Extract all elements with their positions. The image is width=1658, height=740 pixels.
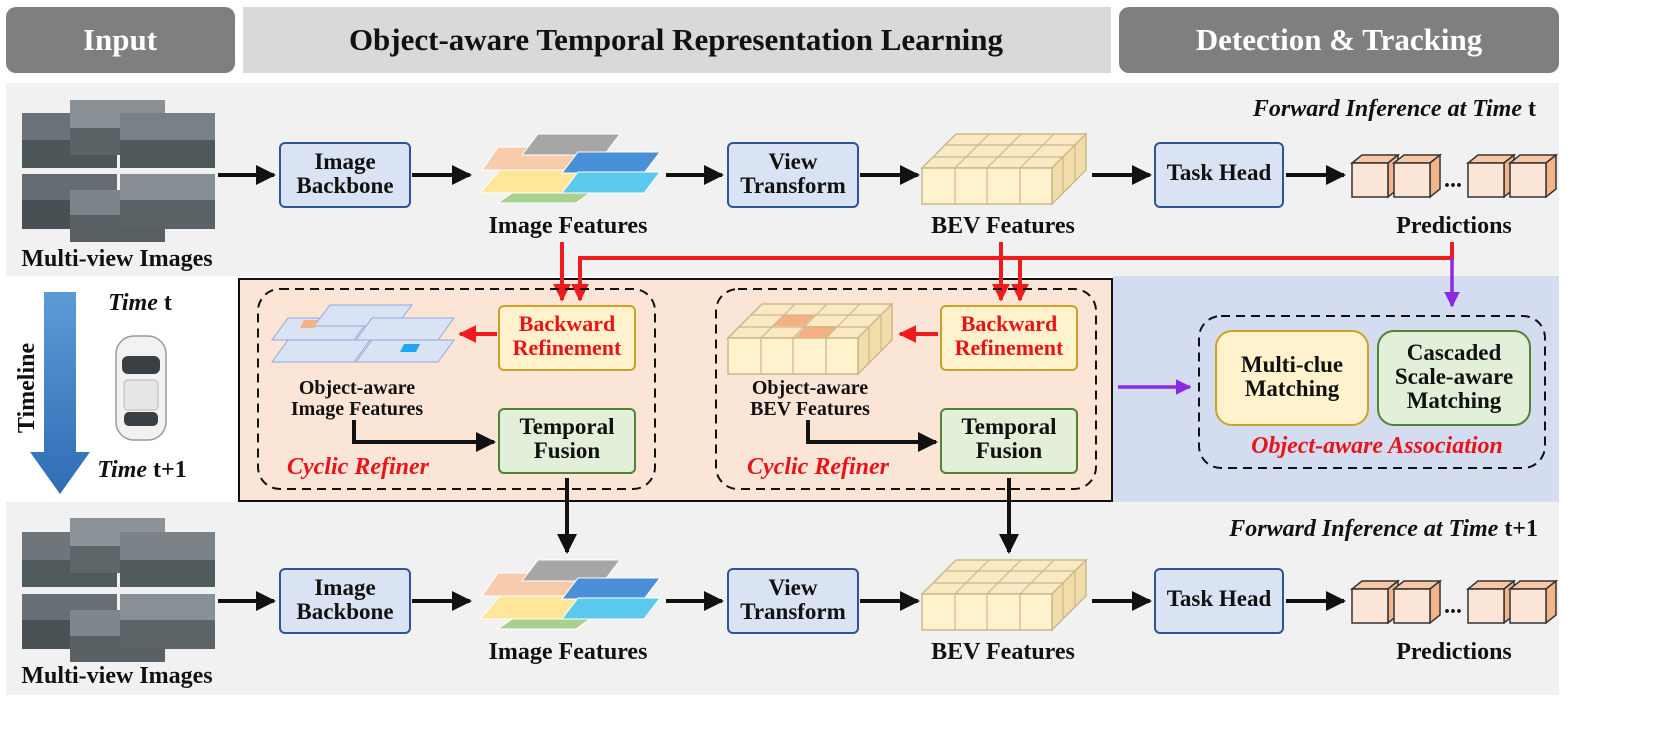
temporal-fusion-box-bev — [940, 408, 1078, 474]
temporal-fusion-box-image — [498, 408, 636, 474]
task-head-label-t: Task Head — [1167, 160, 1272, 185]
image-features-label-t: Image Features — [489, 213, 648, 239]
multi-view-images-t-label: Multi-view Images — [21, 246, 212, 272]
cyclic-refiner-bev-title: Cyclic Refiner — [747, 454, 890, 480]
bev-features-cube-t — [920, 132, 1088, 206]
car-icon — [115, 335, 167, 441]
multi-view-images-t1-label: Multi-view Images — [21, 663, 212, 689]
cyclic-refiner-image-title: Cyclic Refiner — [287, 454, 430, 480]
cascaded-matching-box — [1377, 330, 1531, 426]
backward-refinement-box-image — [498, 305, 636, 371]
bev-features-cube-t1 — [920, 558, 1088, 632]
multi-clue-matching-box — [1215, 330, 1369, 426]
image-backbone-box-t — [279, 142, 411, 208]
cyclic-refiner-bev-frame — [715, 288, 1097, 490]
task-head-box-t — [1154, 142, 1284, 208]
forward-t1-title: Forward Inference at Time t+1 — [1228, 516, 1538, 542]
view-transform-box-t — [727, 142, 859, 208]
timeline-arrow — [30, 292, 90, 494]
predictions-label-t: Predictions — [1396, 213, 1512, 239]
header: Input Object-aware Temporal Representati… — [6, 7, 1559, 73]
time-t1-label: Time t+1 — [97, 457, 186, 483]
predictions-label-t1: Predictions — [1396, 639, 1512, 665]
header-learning-label: Object-aware Temporal Representation Lea… — [349, 22, 1004, 57]
header-detection-label: Detection & Tracking — [1196, 22, 1483, 57]
association-frame — [1198, 315, 1546, 469]
object-aware-bev-cube — [726, 302, 894, 376]
bev-features-label-t1: BEV Features — [931, 639, 1075, 665]
cyclic-refiner-image-frame — [257, 288, 656, 490]
backward-refinement-box-bev — [940, 305, 1078, 371]
task-head-label-t1: Task Head — [1167, 586, 1272, 611]
refinement-connectors — [553, 242, 1460, 395]
header-input-bar — [6, 7, 235, 73]
multi-view-images-t1 — [22, 518, 215, 662]
header-learning-bar — [243, 7, 1111, 73]
image-features-stack-t1 — [478, 559, 662, 630]
forward-t-title: Forward Inference at Time t — [1252, 96, 1536, 122]
view-transform-box-t1 — [727, 568, 859, 634]
prediction-ellipsis-t1: ... — [1444, 593, 1462, 619]
image-backbone-box-t1 — [279, 568, 411, 634]
object-aware-image-planes — [271, 304, 455, 363]
association-title: Object-aware Association — [1251, 433, 1503, 459]
prediction-cubes-t1 — [1349, 579, 1559, 625]
header-input-label: Input — [83, 22, 158, 57]
timeline-label: Timeline — [14, 343, 40, 434]
time-t-label: Time t — [108, 290, 172, 316]
prediction-cubes-t — [1349, 153, 1559, 199]
image-features-stack-t — [478, 133, 662, 204]
image-features-label-t1: Image Features — [489, 639, 648, 665]
header-detection-bar — [1119, 7, 1559, 73]
row-forward-t1: Forward Inference at Time t+1 Multi-view… — [21, 516, 1559, 689]
bev-features-label-t: BEV Features — [931, 213, 1075, 239]
prediction-ellipsis-t: ... — [1444, 167, 1462, 193]
row-forward-t: Forward Inference at Time t Multi-view I… — [21, 96, 1559, 272]
task-head-box-t1 — [1154, 568, 1284, 634]
multi-view-images-t — [22, 100, 215, 242]
timeline: Timeline Time t Time t+1 — [14, 290, 187, 494]
